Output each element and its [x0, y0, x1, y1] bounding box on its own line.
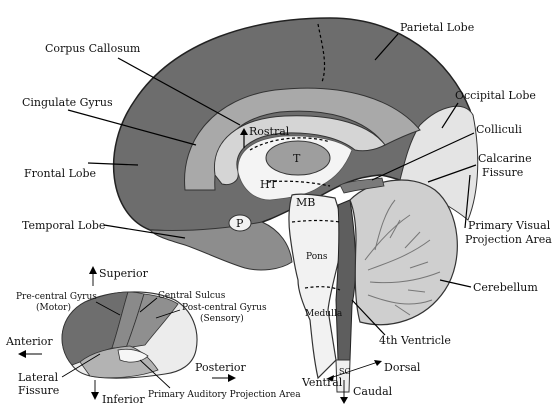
label-calcarine-1: Calcarine: [478, 152, 532, 165]
inset-label-anterior: Anterior: [5, 335, 53, 348]
label-medulla: Medulla: [305, 309, 343, 319]
inset-label-superior: Superior: [99, 267, 149, 280]
leader-cerebellum: [439, 279, 472, 288]
leader-corpus-callosum: [117, 57, 241, 126]
pituitary-shape: [228, 214, 252, 232]
inset-label-auditory: Primary Auditory Projection Area: [148, 390, 301, 400]
inset-label-lateral-1: Lateral: [18, 371, 59, 384]
leader-temporal: [103, 224, 186, 239]
colliculi-shape: [339, 177, 385, 194]
label-cingulate-gyrus: Cingulate Gyrus: [22, 96, 113, 109]
posterior-arrow-head: [228, 374, 236, 382]
label-primary-visual-2: Projection Area: [465, 233, 552, 246]
label-pituitary: P: [236, 217, 244, 230]
leader-colliculi: [371, 132, 475, 181]
inset-leader-precentral: [95, 301, 121, 316]
inset-label-precentral-1: Pre-central Gyrus: [16, 292, 97, 302]
cerebellum-shape: [349, 179, 458, 326]
label-corpus-callosum: Corpus Callosum: [45, 42, 141, 55]
label-colliculi: Colliculi: [476, 123, 522, 136]
label-parietal-lobe: Parietal Lobe: [400, 21, 474, 34]
midbrain-boundary-lower: [291, 219, 341, 223]
label-ventral: Ventral: [301, 376, 343, 389]
inset-label-inferior: Inferior: [102, 393, 145, 406]
leader-fourth-ventricle: [351, 299, 386, 336]
fourth-ventricle-shape: [335, 199, 357, 361]
leader-frontal: [87, 162, 139, 166]
inset-label-posterior: Posterior: [195, 361, 247, 374]
inset-label-lateral-2: Fissure: [18, 384, 59, 397]
label-spinal-cord: SC: [339, 367, 351, 376]
caudal-arrow-head: [340, 397, 348, 404]
label-midbrain: MB: [296, 196, 315, 209]
label-temporal-lobe: Temporal Lobe: [22, 219, 105, 232]
superior-arrow-head: [89, 266, 97, 274]
label-pons: Pons: [306, 252, 328, 262]
label-thalamus: T: [293, 152, 301, 165]
label-dorsal: Dorsal: [384, 361, 421, 374]
inset-leader-lateral: [61, 353, 101, 378]
spinal-cord-shape: [335, 359, 351, 393]
label-occipital-lobe: Occipital Lobe: [455, 89, 536, 102]
label-calcarine-2: Fissure: [482, 166, 523, 179]
rostral-boundary: [249, 137, 331, 151]
inset-label-postcentral-2: (Sensory): [200, 313, 244, 324]
inset-label-central-sulcus: Central Sulcus: [158, 291, 226, 301]
label-cerebellum: Cerebellum: [473, 281, 538, 294]
inset-leader-postcentral: [155, 309, 181, 319]
inferior-arrow-head: [91, 392, 99, 400]
leader-parietal: [374, 33, 399, 61]
anterior-arrow-head: [18, 350, 26, 358]
inset-auditory-area: [117, 348, 149, 363]
inset-postcentral-region: [125, 293, 179, 349]
label-primary-visual-1: Primary Visual: [468, 219, 551, 232]
label-frontal-lobe: Frontal Lobe: [24, 167, 96, 180]
ventral-arrow-head: [326, 375, 334, 381]
arbor-vitae: [364, 199, 441, 316]
leader-calcarine: [427, 164, 477, 183]
inset-leader-central-sulcus: [139, 297, 158, 313]
occipital-lobe-shape: [399, 105, 479, 221]
label-hypothalamus: HT: [260, 178, 278, 191]
inset-leader-auditory: [139, 359, 171, 389]
midbrain-boundary-upper: [267, 180, 331, 187]
rostral-arrow-head: [240, 128, 248, 135]
leader-cingulate: [67, 109, 197, 146]
leader-occipital: [441, 102, 459, 129]
inset-label-postcentral-1: Post-central Gyrus: [182, 303, 267, 313]
leader-primary-visual: [464, 174, 471, 229]
dorsal-ventral-arrow: [329, 361, 379, 379]
label-caudal: Caudal: [353, 385, 393, 398]
label-fourth-ventricle: 4th Ventricle: [379, 334, 451, 347]
inset-label-precentral-2: (Motor): [36, 302, 71, 313]
label-rostral: Rostral: [249, 125, 290, 138]
thalamus-shape: [265, 140, 331, 176]
cingulate-gyrus-shape: [184, 87, 421, 191]
pons-medulla-boundary: [304, 286, 341, 291]
dorsal-arrow-head: [374, 360, 382, 366]
